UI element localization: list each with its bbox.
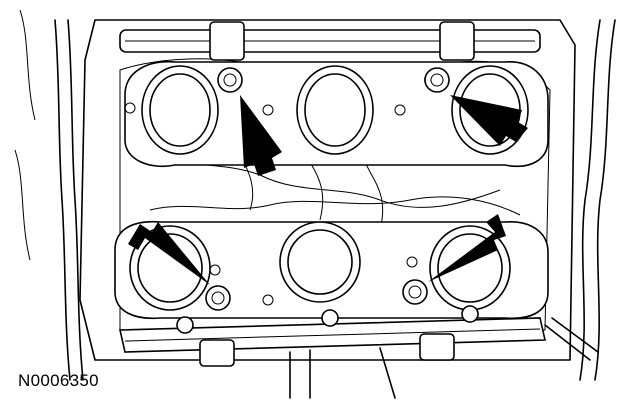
- arrow-lower-left: [128, 222, 210, 285]
- lower-gasket: [114, 220, 549, 320]
- bolt-upper-right: [424, 67, 450, 93]
- arrow-upper-left: [240, 95, 282, 176]
- bolt-lower-left: [205, 285, 231, 311]
- lower-fuel-rail: [119, 305, 599, 399]
- bolt-lower-right: [402, 279, 428, 305]
- figure-id-label: N0006350: [18, 371, 99, 390]
- arrow-upper-right: [450, 95, 528, 146]
- arrow-lower-right: [428, 214, 506, 282]
- upper-fuel-rail: [119, 21, 541, 61]
- bolt-upper-left: [217, 67, 243, 93]
- wiring-harness: [14, 9, 616, 381]
